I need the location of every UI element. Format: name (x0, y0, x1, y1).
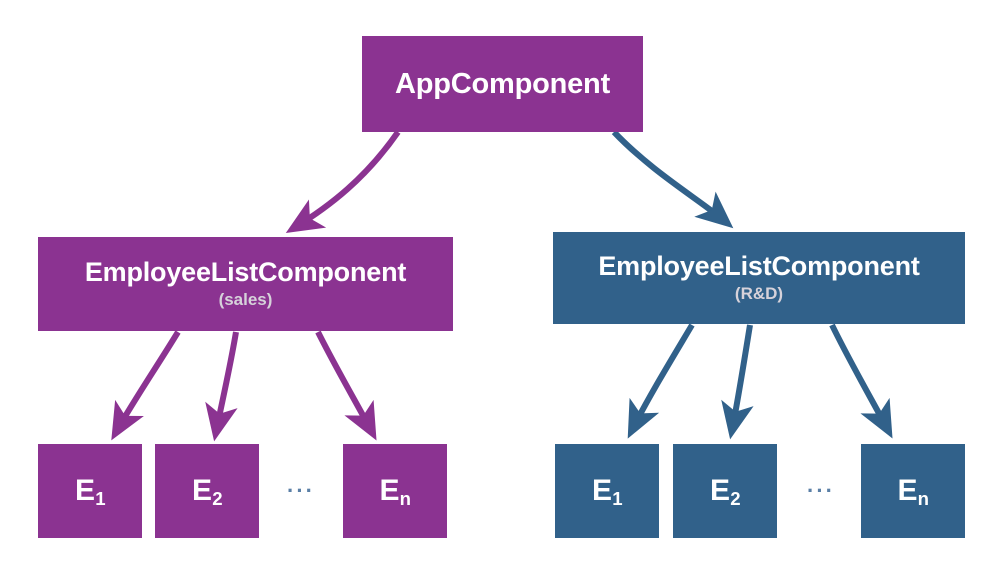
node-employee-list-sales[interactable]: EmployeeListComponent (sales) (38, 237, 453, 331)
node-rnd-employee-1[interactable]: E1 (555, 444, 659, 538)
edge-sales-to-leaf-1 (111, 330, 181, 441)
rnd-leaves-ellipsis: ··· (807, 478, 835, 503)
edge-sales-to-leaf-2 (205, 331, 239, 442)
edge-rnd-to-leaf-2 (721, 324, 754, 440)
node-employee-list-sales-label: EmployeeListComponent (84, 257, 407, 288)
node-rnd-employee-2-label: E2 (710, 474, 741, 510)
edge-sales-to-leaf-n (315, 330, 377, 441)
node-rnd-employee-2[interactable]: E2 (673, 444, 777, 538)
node-app-component-label: AppComponent (394, 67, 611, 100)
node-sales-employee-2-label: E2 (192, 474, 223, 510)
node-rnd-employee-1-label: E1 (592, 474, 623, 510)
node-sales-employee-1-label: E1 (75, 474, 106, 510)
node-sales-employee-n[interactable]: En (343, 444, 447, 538)
node-employee-list-rnd-label: EmployeeListComponent (598, 251, 920, 282)
node-employee-list-sales-sublabel: (sales) (218, 289, 273, 309)
node-rnd-employee-n[interactable]: En (861, 444, 965, 538)
node-employee-list-rnd[interactable]: EmployeeListComponent (R&D) (553, 232, 965, 324)
node-sales-employee-2[interactable]: E2 (155, 444, 259, 538)
node-app-component[interactable]: AppComponent (362, 36, 643, 132)
edge-rnd-to-leaf-n (829, 323, 893, 439)
edge-root-to-sales (285, 130, 401, 234)
node-sales-employee-1[interactable]: E1 (38, 444, 142, 538)
sales-leaves-ellipsis: ··· (287, 478, 315, 503)
node-rnd-employee-n-label: En (897, 474, 930, 510)
node-employee-list-rnd-sublabel: (R&D) (734, 283, 784, 303)
edge-root-to-rnd (611, 129, 734, 229)
node-sales-employee-n-label: En (379, 474, 412, 510)
edge-rnd-to-leaf-1 (627, 323, 695, 439)
